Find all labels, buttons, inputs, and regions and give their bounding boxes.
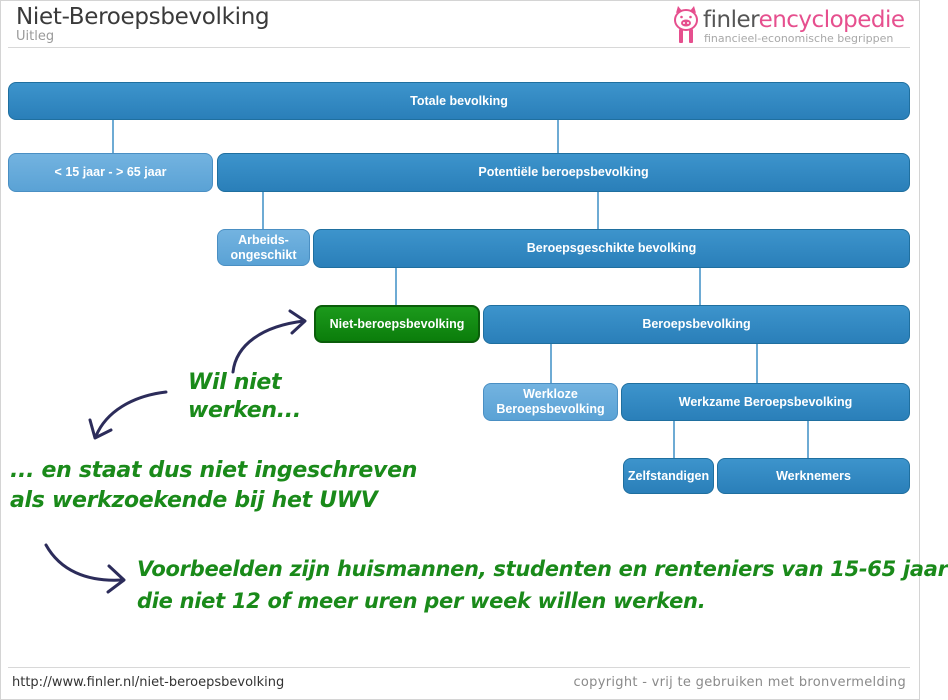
note-voorbeeld-line-2: die niet 12 of meer uren per week willen… xyxy=(137,589,706,613)
page-subtitle: Uitleg xyxy=(16,29,55,44)
note-voorbeelden: Voorbeelden zijn huismannen, studenten e… xyxy=(137,553,948,617)
box-werkzame-beroepsbevolking: Werkzame Beroepsbevolking xyxy=(621,383,910,421)
box-beroepsbevolking: Beroepsbevolking xyxy=(483,305,910,344)
logo-tagline: financieel-economische begrippen xyxy=(704,32,894,45)
box-potentiele-beroepsbevolking: Potentiële beroepsbevolking xyxy=(217,153,910,192)
annotation-arrows xyxy=(44,309,307,594)
box-totale-bevolking: Totale bevolking xyxy=(8,82,910,120)
logo-word-accent: encyclopedie xyxy=(758,7,905,33)
box-werkloze-beroepsbevolking: Werkloze Beroepsbevolking xyxy=(483,383,618,421)
note-niet-ingeschreven: ... en staat dus niet ingeschreven als w… xyxy=(10,456,417,516)
label-niet-beroepsbevolking: Niet-beroepsbevolking xyxy=(329,316,465,331)
label-zelfstandigen: Zelfstandigen xyxy=(627,468,710,483)
note-wil-line-2: werken... xyxy=(188,398,301,423)
label-beroepsgeschikte: Beroepsgeschikte bevolking xyxy=(526,241,697,255)
label-werkloze-2: Beroepsbevolking xyxy=(496,402,605,416)
arrow-to-staat-icon xyxy=(94,390,168,438)
note-staat-line-1: ... en staat dus niet ingeschreven xyxy=(10,458,418,483)
label-jonger-ouder: < 15 jaar - > 65 jaar xyxy=(54,165,167,179)
arrow-head-1-icon xyxy=(288,309,307,335)
label-werkzame: Werkzame Beroepsbevolking xyxy=(678,394,853,409)
page-title: Niet-Beroepsbevolking xyxy=(16,4,270,30)
arrow-head-3-icon xyxy=(106,564,126,594)
note-staat-line-2: als werkzoekende bij het UWV xyxy=(10,488,378,513)
logo-wordmark: finlerencyclopedie xyxy=(703,7,905,33)
label-werknemers: Werknemers xyxy=(776,468,851,483)
footer-url-link[interactable]: http://www.finler.nl/niet-beroepsbevolki… xyxy=(12,675,285,690)
arrow-to-niet-beroeps-icon xyxy=(231,319,306,374)
note-wil-niet-werken: Wil niet werken... xyxy=(188,369,301,425)
box-jonger-ouder: < 15 jaar - > 65 jaar xyxy=(8,153,213,192)
footer-divider xyxy=(8,667,910,668)
note-wil-line-1: Wil niet xyxy=(188,370,282,395)
label-werkloze-1: Werkloze xyxy=(523,387,578,401)
box-niet-beroepsbevolking: Niet-beroepsbevolking xyxy=(314,305,480,343)
label-arbeidsongeschikt-2: ongeschikt xyxy=(230,247,297,262)
footer-copyright: copyright - vrij te gebruiken met bronve… xyxy=(573,675,906,690)
label-totale-bevolking: Totale bevolking xyxy=(410,93,508,108)
pig-icon xyxy=(674,6,698,43)
diagram-connectors xyxy=(112,119,809,458)
box-zelfstandigen: Zelfstandigen xyxy=(623,458,714,494)
arrow-head-2-icon xyxy=(88,418,113,440)
label-arbeidsongeschikt-1: Arbeids- xyxy=(238,232,289,247)
arrow-to-voorbeeld-icon xyxy=(44,543,124,582)
box-werknemers: Werknemers xyxy=(717,458,910,494)
logo-word-main: finler xyxy=(703,7,759,33)
header-divider xyxy=(8,47,910,48)
box-beroepsgeschikte-bevolking: Beroepsgeschikte bevolking xyxy=(313,229,910,268)
label-beroepsbevolking: Beroepsbevolking xyxy=(642,317,751,331)
box-arbeidsongeschikt: Arbeids- ongeschikt xyxy=(217,229,310,266)
label-potentiele: Potentiële beroepsbevolking xyxy=(478,165,649,179)
finler-logo[interactable]: finlerencyclopedie financieel-economisch… xyxy=(672,4,912,48)
note-voorbeeld-line-1: Voorbeelden zijn huismannen, studenten e… xyxy=(137,557,948,581)
